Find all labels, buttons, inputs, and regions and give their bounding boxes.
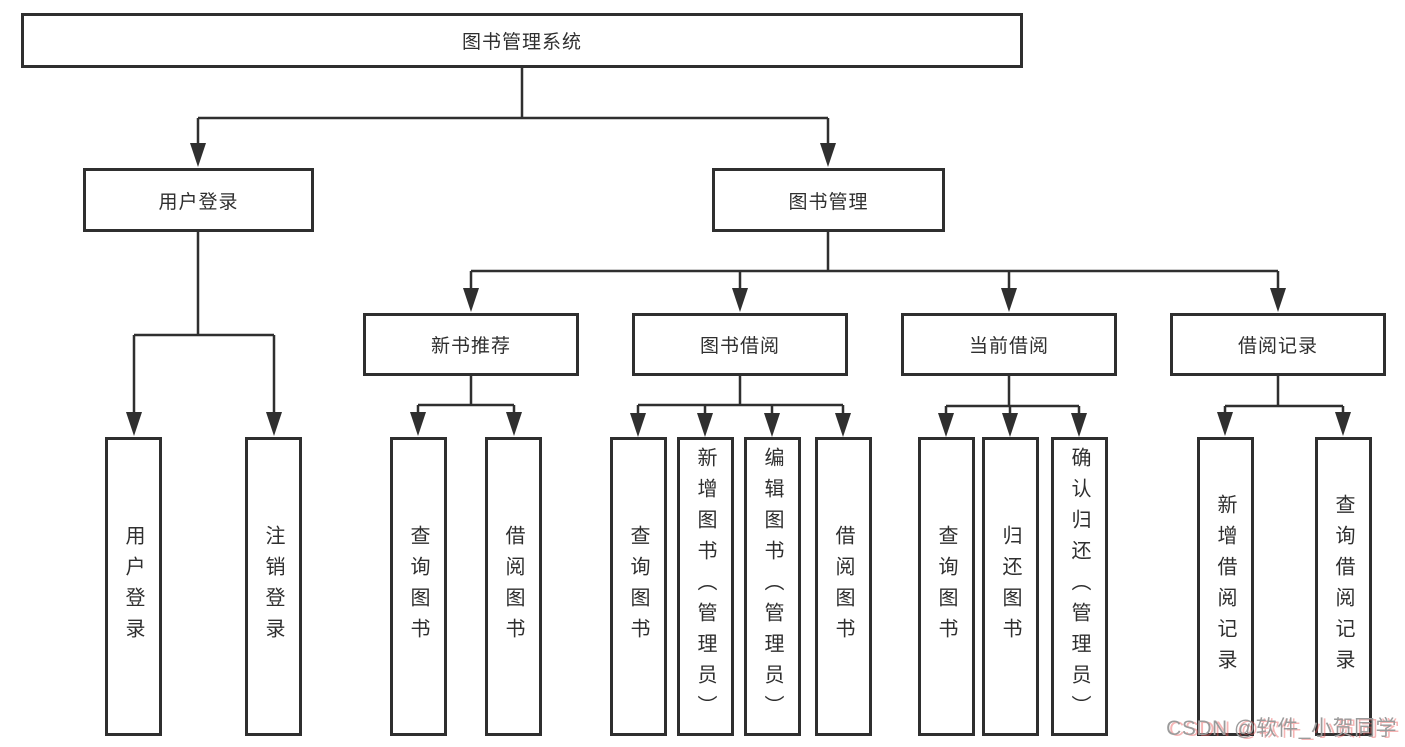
node-book-management: 图书管理 bbox=[712, 168, 945, 232]
leaf-query-books-recommend: 查询图书 bbox=[390, 437, 447, 736]
arrowhead bbox=[1217, 412, 1233, 436]
leaf-add-book-admin: 新增图书（管理员） bbox=[677, 437, 734, 736]
leaf-return-books: 归还图书 bbox=[982, 437, 1039, 736]
leaf-borrow-books-recommend: 借阅图书 bbox=[485, 437, 542, 736]
node-new-book-recommend: 新书推荐 bbox=[363, 313, 579, 376]
leaf-borrow-books-borrowing: 借阅图书 bbox=[815, 437, 872, 736]
arrowhead bbox=[938, 413, 954, 437]
arrowhead bbox=[1335, 412, 1351, 436]
arrowhead bbox=[820, 143, 836, 167]
csdn-watermark: CSDN @软件_小贺同学 bbox=[1166, 717, 1397, 740]
edge-new-book-branch bbox=[416, 376, 516, 424]
node-library-system-root: 图书管理系统 bbox=[21, 13, 1023, 68]
node-current-borrowing: 当前借阅 bbox=[901, 313, 1117, 376]
arrowhead bbox=[1270, 288, 1286, 312]
arrowhead bbox=[1071, 413, 1087, 437]
arrowhead bbox=[266, 412, 282, 436]
node-user-login: 用户登录 bbox=[83, 168, 314, 232]
arrowhead bbox=[835, 413, 851, 437]
arrowhead bbox=[463, 288, 479, 312]
arrowhead bbox=[506, 412, 522, 436]
arrowhead bbox=[630, 413, 646, 437]
arrowhead bbox=[697, 413, 713, 437]
edge-borrow-records-branch bbox=[1223, 376, 1345, 424]
edge-root-to-level2 bbox=[196, 68, 830, 150]
arrowhead bbox=[126, 412, 142, 436]
leaf-query-books-borrowing: 查询图书 bbox=[610, 437, 667, 736]
leaf-confirm-return-admin: 确认归还（管理员） bbox=[1051, 437, 1108, 736]
arrowhead bbox=[1001, 288, 1017, 312]
arrowhead bbox=[190, 143, 206, 167]
arrowhead bbox=[1002, 413, 1018, 437]
node-book-borrowing: 图书借阅 bbox=[632, 313, 848, 376]
edge-current-borrow-branch bbox=[944, 376, 1081, 424]
leaf-add-borrow-record: 新增借阅记录 bbox=[1197, 437, 1254, 736]
leaf-query-borrow-record: 查询借阅记录 bbox=[1315, 437, 1372, 736]
leaf-user-login: 用户登录 bbox=[105, 437, 162, 736]
leaf-query-books-current: 查询图书 bbox=[918, 437, 975, 736]
edge-user-login-branch bbox=[132, 232, 276, 424]
edge-book-borrow-branch bbox=[636, 376, 845, 424]
arrowhead bbox=[410, 412, 426, 436]
arrowhead bbox=[764, 413, 780, 437]
arrowhead bbox=[732, 288, 748, 312]
edge-book-mgmt-branch bbox=[469, 232, 1280, 298]
leaf-logout: 注销登录 bbox=[245, 437, 302, 736]
leaf-edit-book-admin: 编辑图书（管理员） bbox=[744, 437, 801, 736]
node-borrowing-records: 借阅记录 bbox=[1170, 313, 1386, 376]
